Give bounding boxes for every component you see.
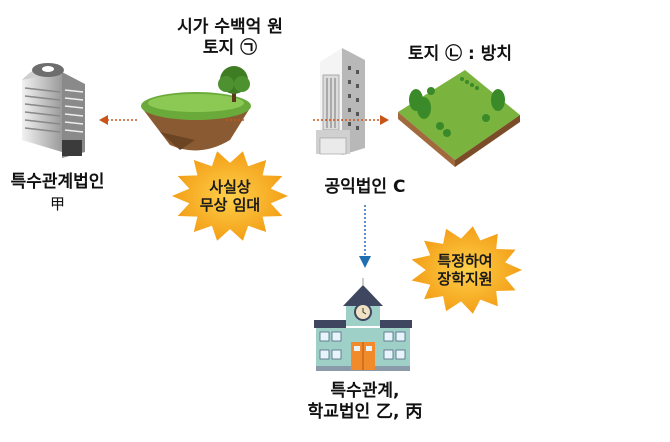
school-label-line2: 학교법인 乙, 丙 [307, 402, 423, 422]
burst-scholarship-line2: 장학지원 [437, 270, 493, 288]
land-b-label: 토지 ㉡ : 방치 [407, 44, 513, 64]
public-corp-label: 공익법인 C [324, 177, 406, 197]
vacant-land-icon [398, 70, 520, 167]
hospital-building-icon [22, 63, 85, 158]
related-corp-name: 甲 [49, 195, 65, 213]
burst-lease-text: 사실상 무상 임대 [180, 178, 280, 214]
related-corp-label: 특수관계법인 [10, 172, 105, 192]
starburst-lease [172, 151, 288, 241]
school-building-icon [314, 278, 412, 371]
floating-land-icon [141, 66, 251, 151]
arrow-to-related-corp [99, 115, 137, 125]
burst-lease-line1: 사실상 [209, 178, 251, 196]
land-a-value-label: 시가 수백억 원 [177, 17, 283, 37]
school-label-line1: 특수관계, [330, 381, 400, 401]
land-a-label: 토지 ㉠ [202, 38, 258, 58]
burst-scholarship-line1: 특정하여 [437, 252, 493, 270]
starburst-scholarship [411, 226, 522, 314]
arrow-to-school [359, 205, 371, 268]
burst-lease-line2: 무상 임대 [199, 196, 261, 214]
burst-scholarship-text: 특정하여 장학지원 [420, 252, 510, 288]
arrow-to-land-b [313, 115, 389, 125]
office-building-icon [316, 48, 365, 155]
